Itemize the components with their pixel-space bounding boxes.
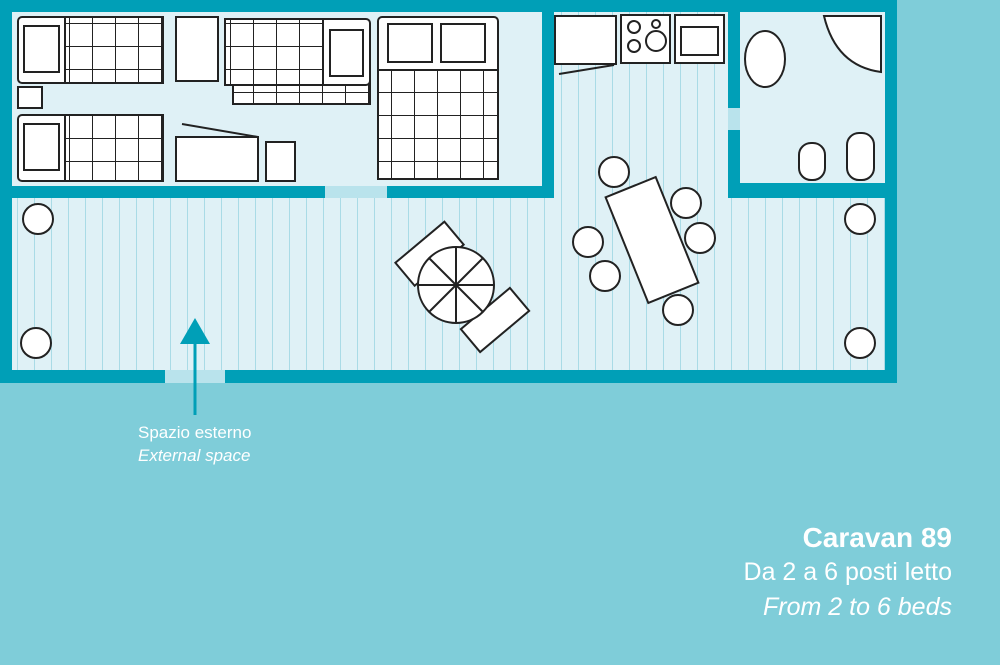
garden-chair: [598, 156, 630, 188]
garden-chair: [670, 187, 702, 219]
caravan-name: Caravan 89: [802, 522, 952, 553]
external-space-en: External space: [138, 446, 251, 465]
plant-icon: [844, 203, 876, 235]
washbasin: [744, 30, 786, 88]
single-bed: [17, 16, 164, 84]
bunk-bed: [224, 18, 371, 86]
plant-icon: [22, 203, 54, 235]
nightstand: [17, 86, 43, 109]
arrow-up-icon: [180, 318, 210, 415]
wardrobe: [175, 16, 219, 82]
double-bed: [377, 16, 499, 180]
fridge: [554, 15, 617, 65]
desk: [175, 136, 259, 182]
beds-it: Da 2 a 6 posti letto: [743, 558, 952, 586]
plant-icon: [844, 327, 876, 359]
chair: [265, 141, 296, 182]
dining-table: [604, 175, 700, 305]
bedroom-door: [325, 186, 387, 198]
caravan-info: Caravan 89 Da 2 a 6 posti letto From 2 t…: [744, 520, 952, 625]
bathroom-door: [728, 108, 740, 130]
single-bed: [17, 114, 164, 182]
kitchen-sink: [674, 14, 725, 64]
umbrella: [417, 246, 495, 324]
garden-chair: [684, 222, 716, 254]
external-space-it: Spazio esterno: [138, 423, 252, 442]
plant-icon: [20, 327, 52, 359]
external-space-label: Spazio esterno External space: [138, 421, 251, 467]
garden-chair: [662, 294, 694, 326]
beds-en: From 2 to 6 beds: [763, 593, 952, 621]
stove: [620, 14, 671, 64]
toilet: [846, 132, 875, 181]
garden-chair: [589, 260, 621, 292]
garden-chair: [572, 226, 604, 258]
bidet: [798, 142, 826, 181]
corner-shower: [822, 15, 882, 74]
